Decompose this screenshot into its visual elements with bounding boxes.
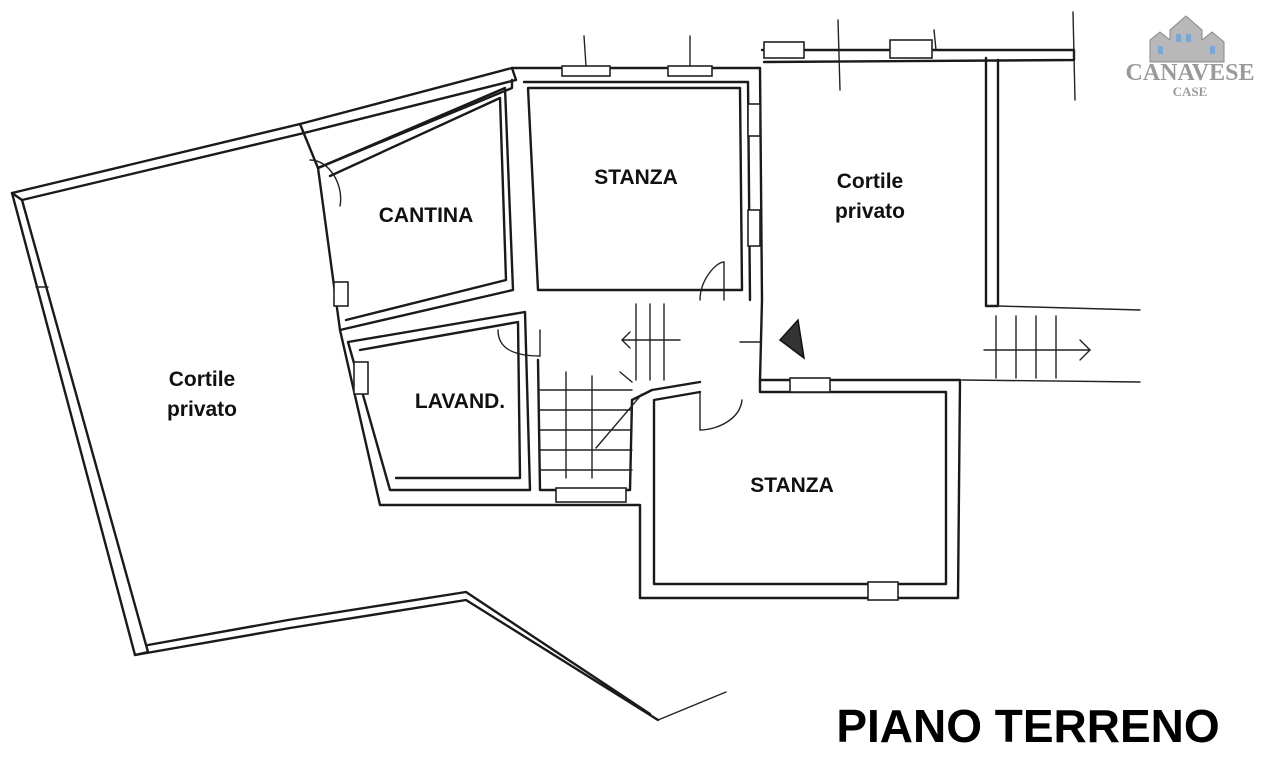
- entrance-arrow-icon: [778, 318, 806, 360]
- label-lavanderia: LAVAND.: [415, 390, 505, 413]
- logo-sub: CASE: [1173, 84, 1208, 99]
- label-stanza-bottom: STANZA: [750, 474, 834, 497]
- label-cantina: CANTINA: [379, 204, 474, 227]
- cortile-right-walls: [760, 11, 1141, 383]
- label-stanza-top: STANZA: [594, 166, 678, 189]
- building-walls: [298, 66, 962, 600]
- canavese-case-logo: CANAVESE CASE: [1126, 15, 1255, 99]
- cortile-left-walls: [10, 66, 727, 722]
- logo-name: CANAVESE: [1126, 60, 1255, 86]
- stairs-and-doors: [309, 159, 1091, 479]
- windows: [333, 19, 937, 601]
- plan-title: PIANO TERRENO: [836, 700, 1219, 752]
